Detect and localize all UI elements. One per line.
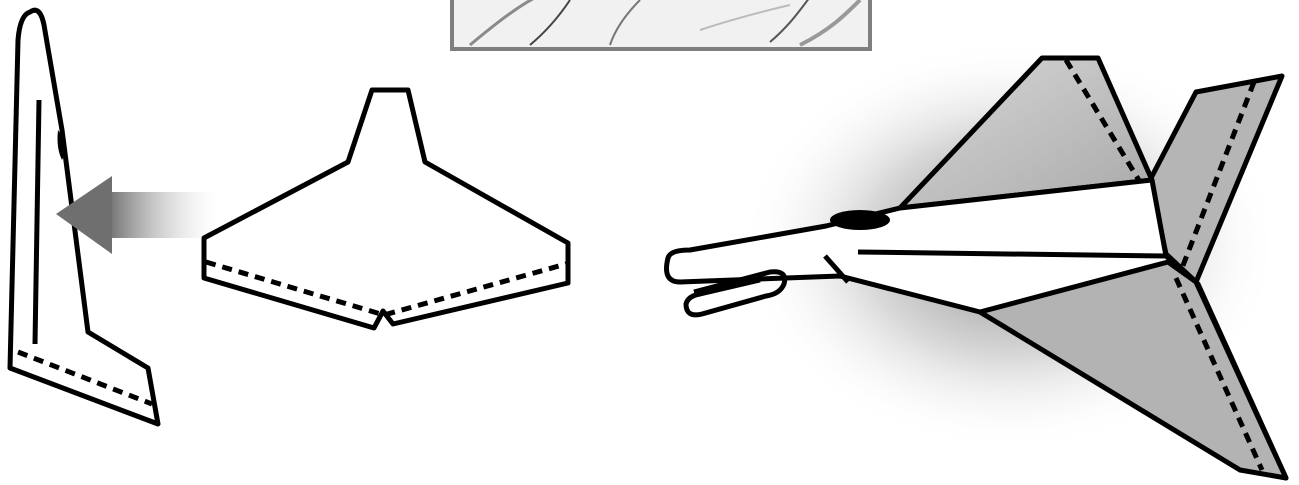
insert-direction-arrow	[56, 176, 218, 254]
delta-wing-piece	[204, 90, 568, 328]
photo-inset	[452, 0, 870, 49]
assembled-plane	[667, 40, 1287, 478]
